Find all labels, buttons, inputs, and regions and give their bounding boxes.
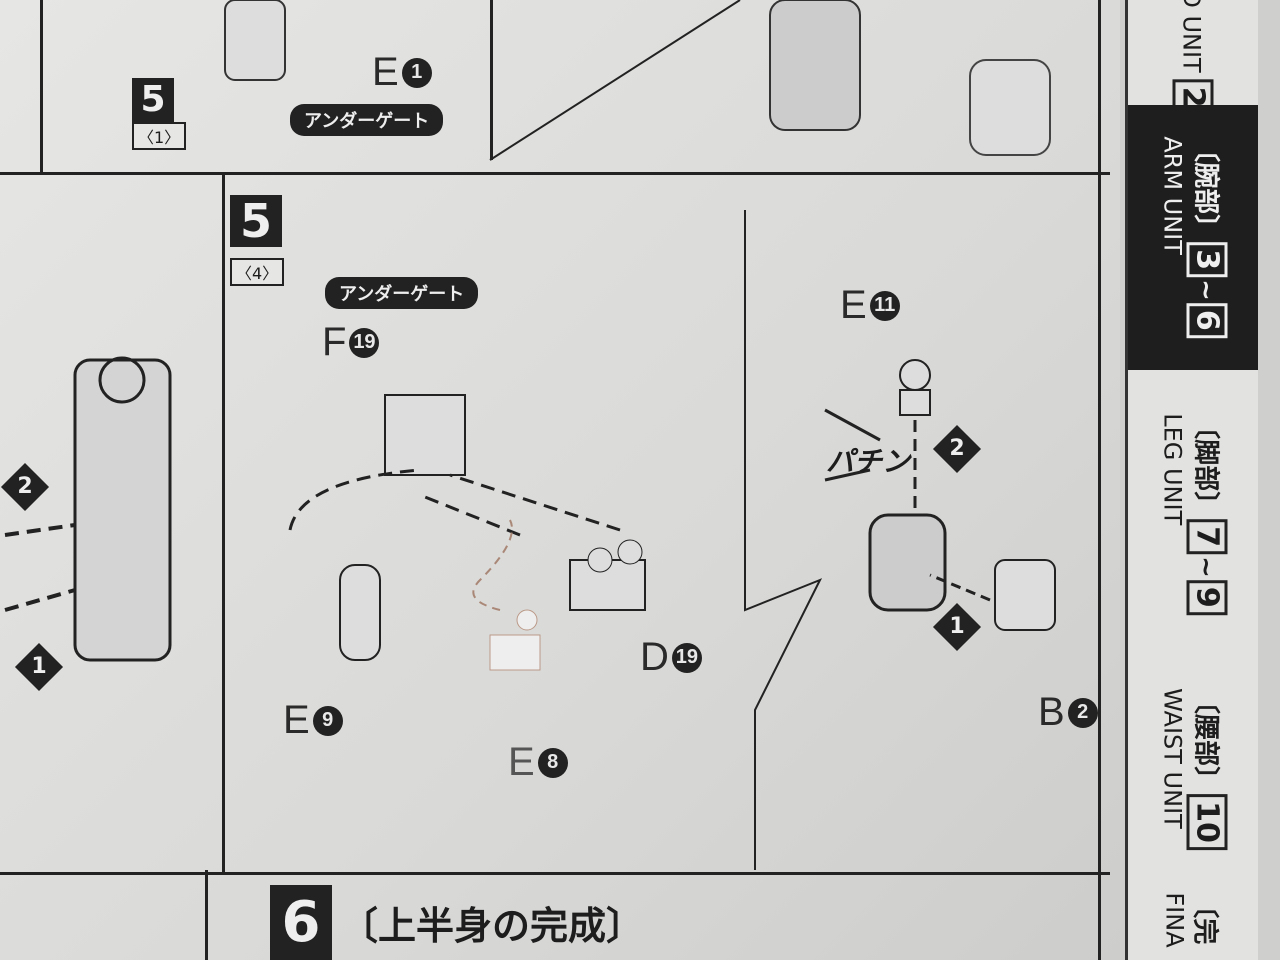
step-marker: 1 <box>932 602 982 652</box>
divider <box>40 0 43 175</box>
part-letter: E <box>372 50 399 94</box>
assembly-illustrations <box>4 0 1056 870</box>
tab-head-unit[interactable]: D UNIT 2 <box>1125 0 1258 105</box>
undergate-label: アンダーゲート <box>290 104 444 136</box>
step-number: 5 <box>230 195 282 247</box>
step-sub-number: 〈4〉 <box>230 258 285 286</box>
divider <box>0 172 1110 175</box>
divider <box>0 872 1110 875</box>
divider <box>490 0 493 160</box>
divider <box>1098 0 1101 960</box>
step-title: 〔上半身の完成〕 <box>340 904 645 948</box>
step-sub-number: 〈1〉 <box>132 122 187 150</box>
step-number: 6 <box>270 885 332 960</box>
divider <box>222 175 225 875</box>
part-number: 1 <box>401 57 432 88</box>
snap-sound-label: パチン <box>826 445 911 478</box>
step-number: 5 <box>132 78 174 122</box>
undergate-label: アンダーゲート <box>325 277 479 309</box>
step-marker: 2 <box>932 424 982 474</box>
divider <box>205 870 208 960</box>
step-marker: 1 <box>14 642 64 692</box>
step-marker: 2 <box>0 462 50 512</box>
